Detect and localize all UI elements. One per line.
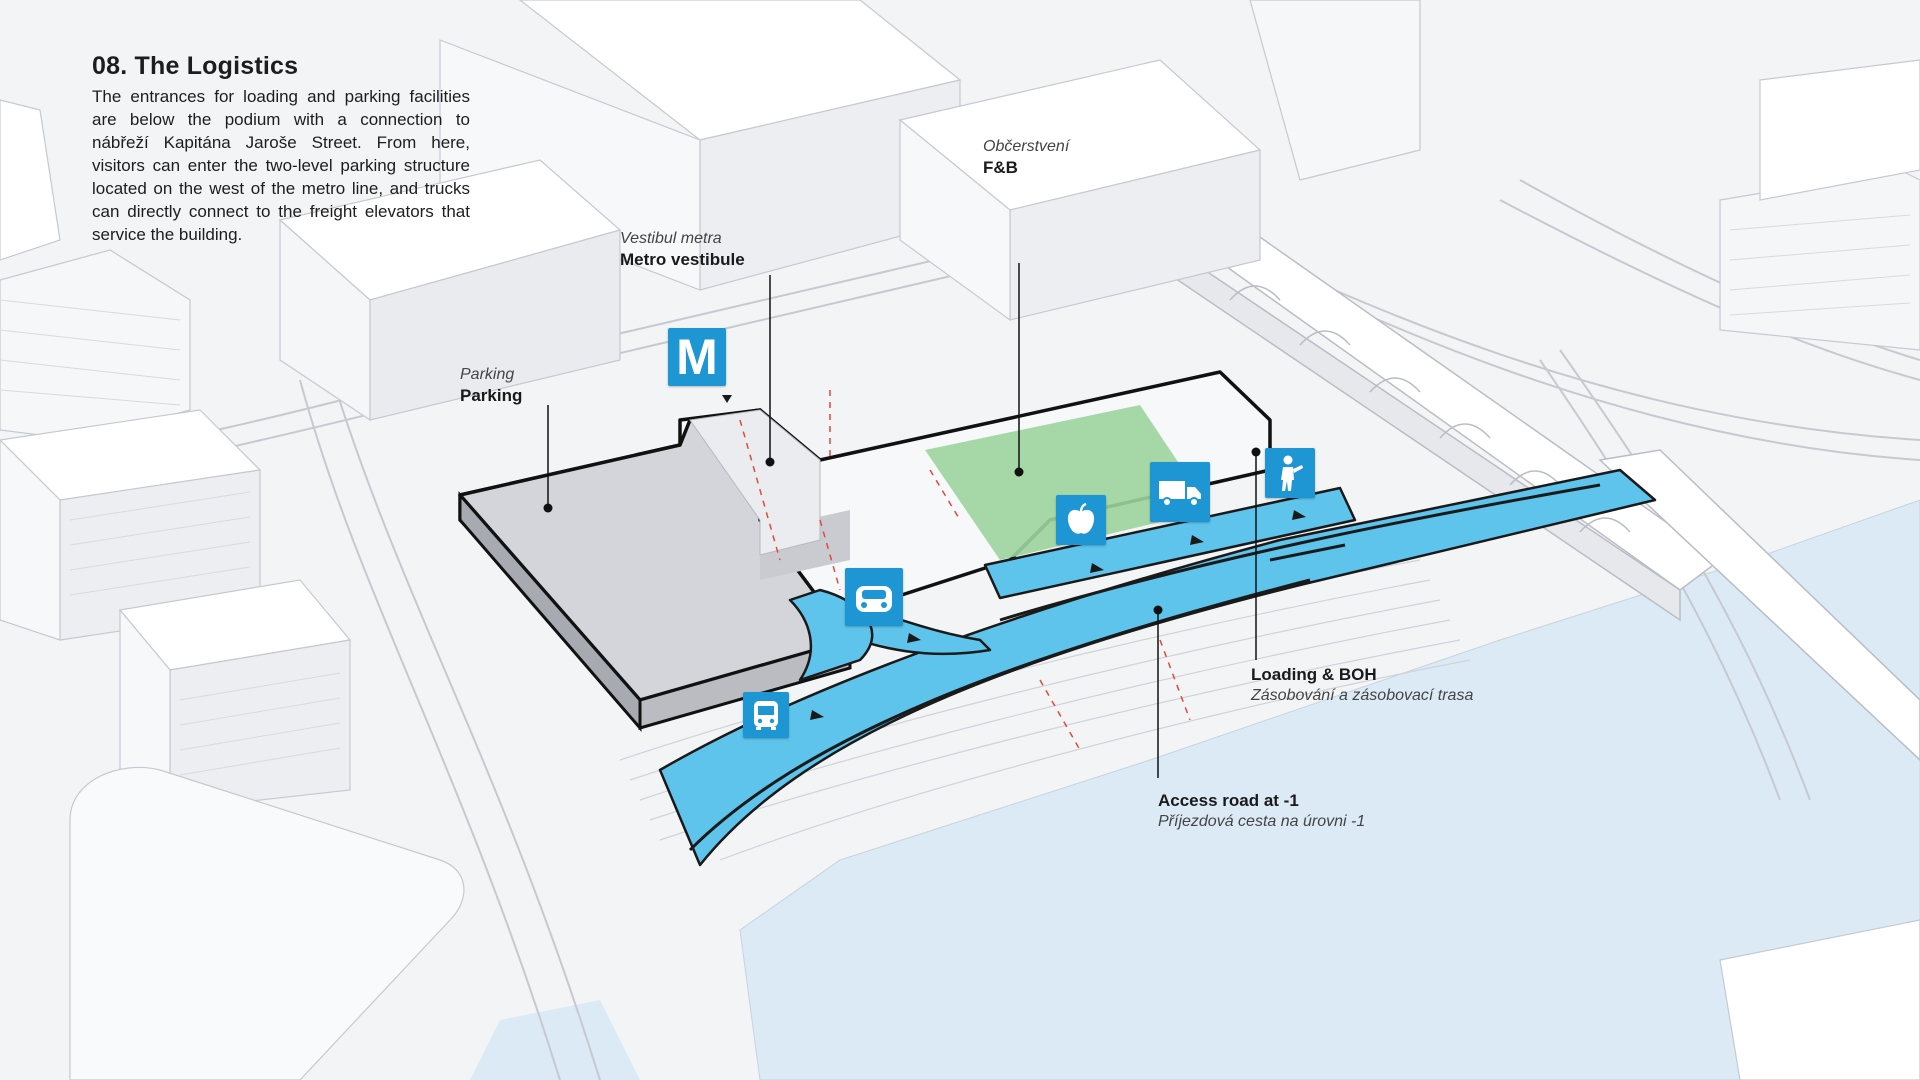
label-metro-cz: Vestibul metra	[620, 230, 722, 247]
label-loading-en: Loading & BOH	[1251, 665, 1377, 684]
metro-vestibule-zone	[689, 409, 821, 556]
intro-text: The entrances for loading and parking fa…	[92, 87, 470, 244]
label-fnb-cz: Občerstvení	[983, 138, 1070, 155]
river-water	[739, 499, 1920, 1080]
bus-icon	[743, 692, 789, 738]
metro-icon-letter: M	[676, 329, 718, 385]
intro-block: 08. The Logistics The entrances for load…	[92, 52, 470, 246]
label-parking-en: Parking	[460, 386, 523, 405]
food-apple-icon	[1056, 495, 1106, 545]
label-access-road: Access road at -1 Příjezdová cesta na úr…	[1158, 790, 1365, 832]
facade-lines	[0, 214, 1911, 776]
truck-icon	[1150, 462, 1210, 522]
label-metro-en: Metro vestibule	[620, 250, 745, 269]
label-fnb-en: F&B	[983, 158, 1018, 177]
metro-icon: M	[668, 328, 726, 386]
label-parking-cz: Parking	[460, 366, 515, 383]
leader-dots	[543, 447, 1261, 615]
road-lane-separators	[688, 483, 1601, 852]
river-water-lower-left	[470, 1000, 640, 1080]
bridge-arches	[1229, 285, 1631, 533]
river-bridge	[1598, 449, 1920, 762]
intro-title: 08. The Logistics	[92, 52, 299, 80]
label-access-cz: Příjezdová cesta na úrovni -1	[1158, 813, 1366, 830]
label-loading: Loading & BOH Zásobování a zásobovací tr…	[1251, 664, 1473, 706]
label-parking: Parking Parking	[460, 364, 522, 406]
leader-lines	[547, 263, 1257, 778]
direction-arrows	[722, 395, 1306, 720]
fnb-zone	[925, 405, 1210, 560]
car-icon	[845, 568, 903, 626]
worker-icon	[1265, 448, 1315, 498]
label-loading-cz: Zásobování a zásobovací trasa	[1251, 687, 1474, 704]
label-access-en: Access road at -1	[1158, 791, 1299, 810]
label-fnb: Občerstvení F&B	[983, 136, 1069, 178]
label-metro-vestibule: Vestibul metra Metro vestibule	[620, 228, 745, 270]
dashed-guides	[739, 390, 1191, 751]
